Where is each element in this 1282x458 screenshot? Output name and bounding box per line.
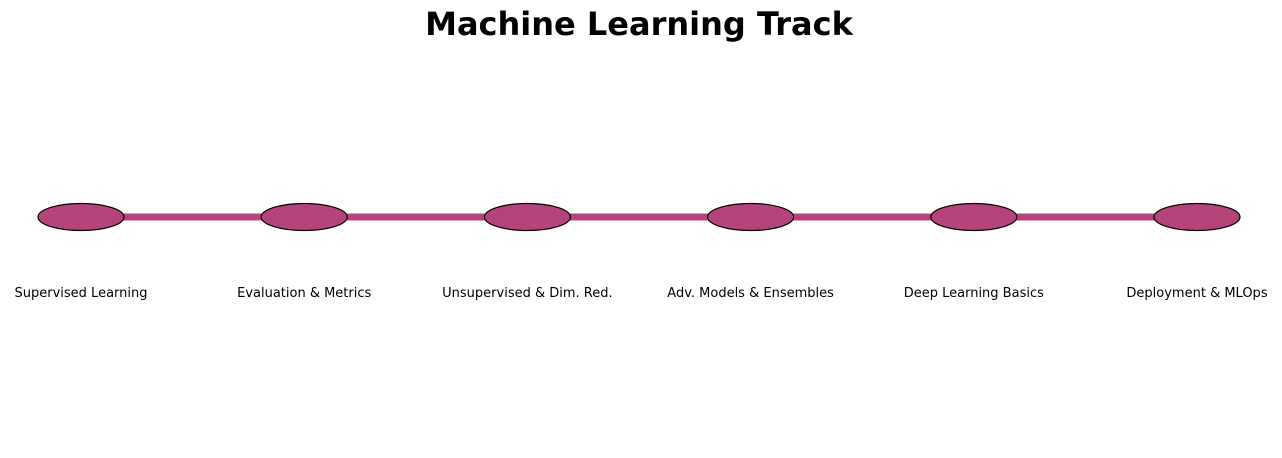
step-label: Evaluation & Metrics	[237, 286, 372, 301]
step-node	[260, 202, 348, 232]
step-label: Adv. Models & Ensembles	[667, 286, 834, 301]
step-node	[483, 202, 572, 232]
step-label: Supervised Learning	[14, 286, 148, 301]
diagram-title: Machine Learning Track	[425, 5, 853, 43]
step-node	[37, 202, 125, 232]
step-label: Deployment & MLOps	[1126, 286, 1268, 301]
step-node	[930, 202, 1018, 232]
step-node	[706, 202, 795, 232]
node-layer	[37, 202, 1241, 232]
step-label: Deep Learning Basics	[903, 286, 1044, 301]
step-node	[1153, 202, 1241, 232]
step-label: Unsupervised & Dim. Red.	[442, 286, 613, 301]
